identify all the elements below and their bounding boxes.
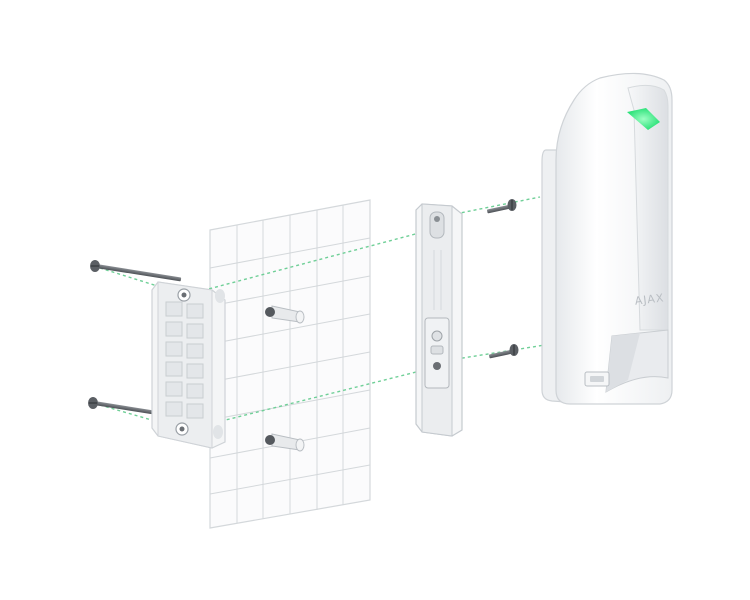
mounting-plate xyxy=(416,204,462,436)
motion-detector: AJAX xyxy=(542,73,672,404)
wood-screw-top xyxy=(90,260,181,281)
wall-tiles xyxy=(210,200,370,528)
corner-bracket xyxy=(152,282,225,448)
